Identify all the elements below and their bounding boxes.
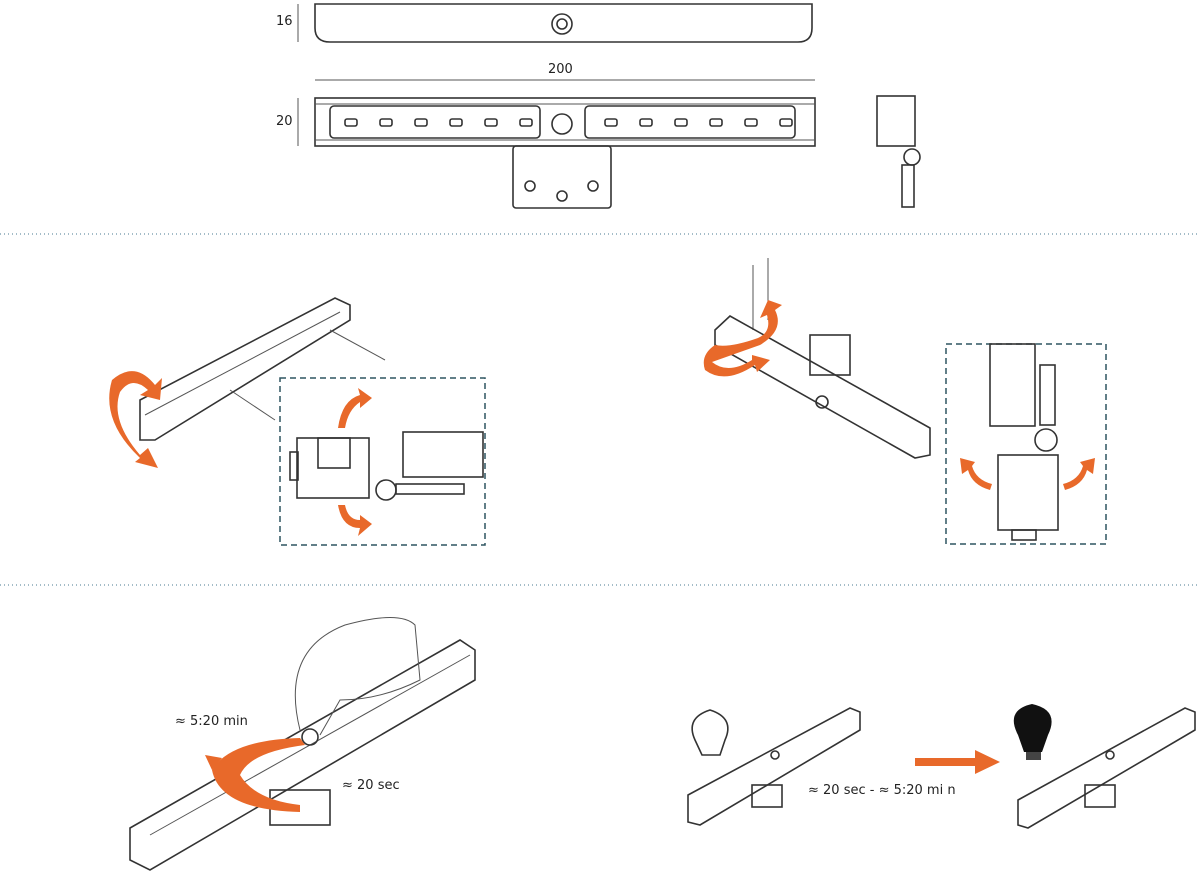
led-slot <box>519 118 533 127</box>
height-dimension-front: 20 <box>276 114 293 129</box>
led-slot <box>344 118 358 127</box>
timer-step <box>687 704 1196 829</box>
length-dimension: 200 <box>548 62 573 77</box>
led-slot <box>484 118 498 127</box>
led-slot <box>744 118 758 127</box>
led-slot <box>379 118 393 127</box>
front-view <box>297 79 816 209</box>
timer-range-label: ≈ 20 sec - ≈ 5:20 mi n <box>808 783 956 798</box>
mount-rotate-left <box>109 297 486 546</box>
hold-short-label: ≈ 20 sec <box>342 778 400 793</box>
led-slot <box>449 118 463 127</box>
button-press-step <box>129 617 476 871</box>
height-dimension-top: 16 <box>276 14 293 29</box>
led-slot <box>709 118 723 127</box>
led-slot <box>604 118 618 127</box>
led-slot <box>674 118 688 127</box>
side-view <box>876 95 921 208</box>
hold-long-label: ≈ 5:20 min <box>175 714 248 729</box>
led-slot <box>639 118 653 127</box>
mount-rotate-right <box>703 258 1107 545</box>
top-view <box>297 3 813 43</box>
led-slot <box>414 118 428 127</box>
led-slot <box>779 118 793 127</box>
